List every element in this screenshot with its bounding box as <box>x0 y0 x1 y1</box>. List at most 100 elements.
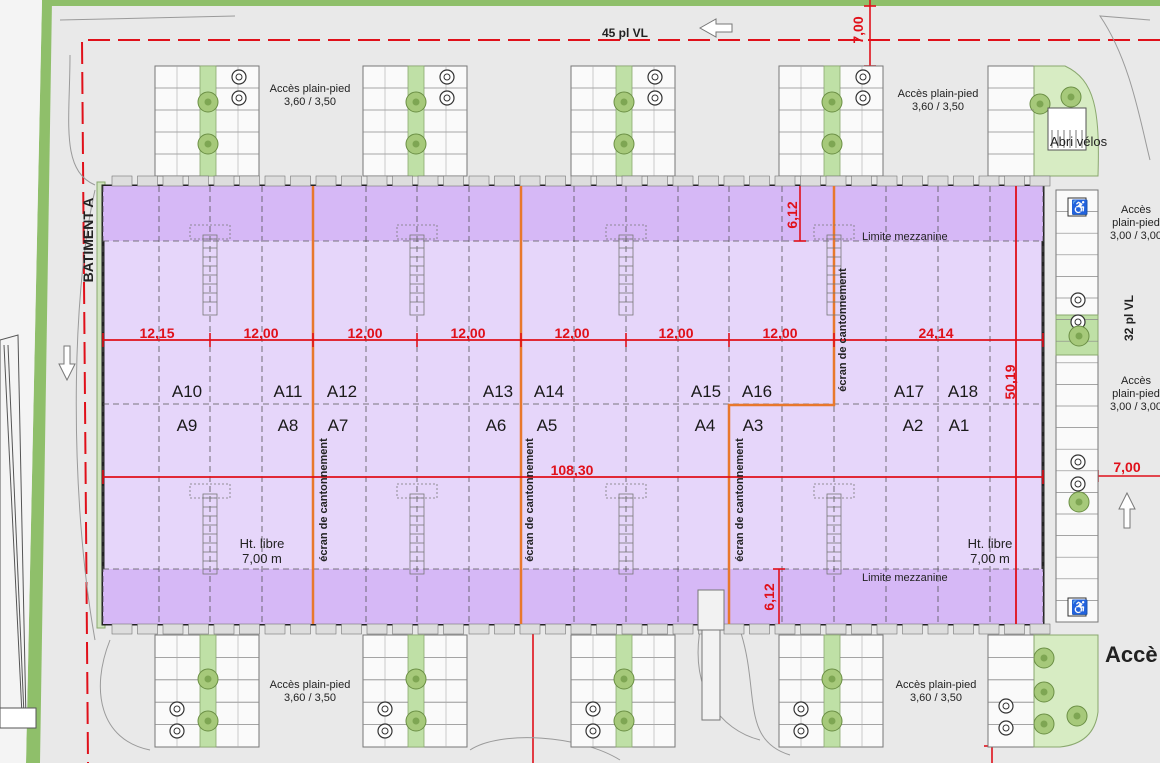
dock-door <box>443 175 464 187</box>
unit-label: A13 <box>483 382 513 401</box>
truck-trailer <box>701 629 721 721</box>
side-access-label: Accès <box>1121 204 1151 216</box>
ev-charger-inner <box>173 727 181 735</box>
tree-core <box>828 717 836 725</box>
mezzanine-label: Limite mezzanine <box>862 231 948 243</box>
ev-charger-inner <box>797 705 805 713</box>
ev-charger-icon <box>855 69 871 85</box>
dock-door <box>978 623 1000 635</box>
ev-charger-inner <box>859 73 867 81</box>
clear-height-value: 7,00 m <box>242 551 282 566</box>
arrow-up-icon <box>1118 491 1136 529</box>
dock-door <box>570 623 592 635</box>
property-boundary <box>80 39 1160 763</box>
dock-door <box>978 175 1000 187</box>
dock-door <box>621 623 643 635</box>
tree-core <box>828 98 836 106</box>
median-strip <box>407 65 425 177</box>
ev-charger-icon <box>998 698 1014 714</box>
ev-charger-inner <box>235 73 243 81</box>
dock-door <box>239 623 260 635</box>
left-structure <box>0 334 37 729</box>
outside-area <box>0 0 42 763</box>
dock-door <box>1029 175 1051 187</box>
dock-door <box>825 623 847 635</box>
dock-door <box>341 175 362 187</box>
tree-core <box>204 717 212 725</box>
ev-charger-inner <box>443 94 451 102</box>
dim-label: 12,00 <box>450 325 485 341</box>
accessible-glyph: ♿ <box>1071 199 1088 216</box>
unit-label: A3 <box>743 416 764 435</box>
tree-core <box>412 675 420 683</box>
parking-block <box>778 634 884 748</box>
access-dims: 3,60 / 3,50 <box>284 692 336 704</box>
ev-charger-icon <box>998 720 1014 736</box>
dock-door <box>1004 175 1025 187</box>
dock-door <box>162 623 184 635</box>
dock-door <box>596 175 617 187</box>
parking-block <box>778 65 884 177</box>
tree-core <box>1073 712 1081 720</box>
dock-door <box>1029 623 1051 635</box>
parking-block <box>362 65 468 177</box>
ev-charger-icon <box>1070 476 1086 492</box>
tree-core <box>620 675 628 683</box>
screen-label: écran de cantonnement <box>734 438 746 562</box>
access-dims: 3,60 / 3,50 <box>284 96 336 108</box>
access-label: Accès plain-pied <box>898 88 979 100</box>
ev-charger-inner <box>173 705 181 713</box>
ev-charger-inner <box>443 73 451 81</box>
unit-label: A6 <box>486 416 507 435</box>
dock-door <box>213 623 235 635</box>
access-label: Accès plain-pied <box>270 679 351 691</box>
dock-door <box>876 623 898 635</box>
accessible-glyph: ♿ <box>1071 599 1088 616</box>
truck-cab <box>697 589 725 631</box>
tree-core <box>412 98 420 106</box>
rack-symbol <box>396 483 438 575</box>
dock-door <box>723 175 745 187</box>
ev-charger-icon <box>231 69 247 85</box>
dock-door <box>927 623 949 635</box>
dock-door <box>264 623 286 635</box>
dock-door <box>825 175 847 187</box>
dock-door <box>392 175 413 187</box>
rack-symbol <box>813 224 855 316</box>
screen-label: écran de cantonnement <box>318 438 330 562</box>
dock-door <box>800 623 821 635</box>
ev-charger-inner <box>381 705 389 713</box>
ev-charger-inner <box>235 94 243 102</box>
tree-core <box>1075 498 1083 506</box>
dock-door <box>902 175 923 187</box>
dock-door <box>315 175 337 187</box>
ev-charger-inner <box>589 705 597 713</box>
dock-door <box>468 175 490 187</box>
parking-block <box>154 634 260 748</box>
dim-label: 12,00 <box>243 325 278 341</box>
dock-door <box>188 623 209 635</box>
dim-label-width: 50,19 <box>1002 364 1018 399</box>
unit-label: A17 <box>894 382 924 401</box>
ev-charger-inner <box>1074 458 1082 466</box>
dock-door <box>162 175 184 187</box>
dock-door <box>519 623 541 635</box>
unit-label: A15 <box>691 382 721 401</box>
entrance-label: Accè <box>1105 642 1158 667</box>
dock-door <box>1004 623 1025 635</box>
rack-symbol <box>813 483 855 575</box>
parking-count-right: 32 pl VL <box>1122 295 1136 341</box>
unit-label: A7 <box>328 416 349 435</box>
dock-door <box>341 623 362 635</box>
mezzanine-label: Limite mezzanine <box>862 572 948 584</box>
arrow-left-icon <box>698 18 733 38</box>
dock-door <box>188 175 209 187</box>
dim-label-setback: 7,00 <box>850 16 866 43</box>
tree-core <box>1036 100 1044 108</box>
side-access-dims: 3,00 / 3,00 <box>1110 230 1160 242</box>
screen-label: écran de cantonnement <box>837 268 849 392</box>
ev-charger-inner <box>797 727 805 735</box>
clear-height-value: 7,00 m <box>970 551 1010 566</box>
unit-label: A18 <box>948 382 978 401</box>
tree-core <box>1067 93 1075 101</box>
